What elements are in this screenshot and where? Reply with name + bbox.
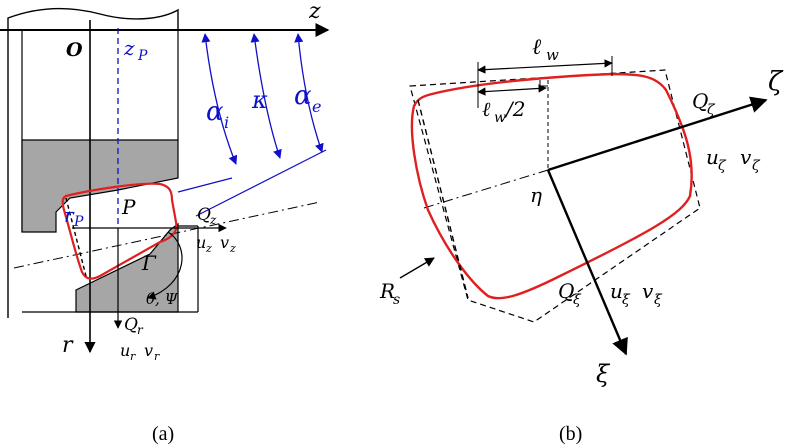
vxi-subscript: ξ [654, 292, 663, 308]
alpha-i-label: α [206, 97, 224, 127]
uxi-subscript: ξ [622, 292, 631, 308]
zp-label: z [123, 36, 135, 60]
qzeta-subscript: ζ [707, 102, 716, 118]
origin-label: O [66, 39, 83, 61]
rp-subscript: P [73, 214, 84, 230]
lw2-dimension [477, 84, 547, 96]
r-axis-label: r [62, 333, 74, 358]
uz-label: u [196, 233, 206, 252]
gamma-arc [147, 231, 183, 300]
uxi-label: u [610, 279, 623, 303]
zeta-axis [547, 96, 768, 172]
ur-label: u [120, 341, 130, 360]
uzeta-subscript: ζ [718, 158, 727, 174]
right-angle-mark [539, 80, 548, 87]
vr-label: v [144, 341, 153, 360]
alpha-i-subscript: i [224, 113, 229, 132]
zeta-label: ζ [768, 67, 784, 97]
lw2-label: ℓ [482, 97, 491, 121]
dashed-envelope [409, 69, 701, 323]
ur-subscript: r [130, 350, 136, 363]
zp-subscript: P [137, 48, 148, 64]
rs-pointer [399, 257, 435, 279]
vz-label: v [220, 233, 229, 252]
centerline-b [423, 169, 549, 209]
qz-label: Q [197, 205, 211, 225]
qr-label: Q [124, 315, 138, 335]
gamma-label: Γ [141, 251, 157, 275]
panel-a: z O z P α i κ α e r P P Q z u z v z Γ θ,… [0, 0, 330, 445]
blue-line-upper [177, 177, 233, 193]
rp-label: r [64, 203, 75, 227]
blue-line-lower [195, 149, 327, 217]
centerline-a [13, 201, 321, 269]
xi-label: ξ [596, 360, 611, 388]
qxi-subscript: ξ [573, 292, 582, 308]
qz-subscript: z [209, 213, 217, 227]
vzeta-label: v [740, 145, 752, 169]
panel-b: ℓ w ℓ w /2 ζ Q ζ u ζ v ζ η R s Q ξ u ξ v… [379, 35, 784, 445]
lw-label: ℓ [532, 35, 542, 60]
xi-axis [546, 169, 628, 356]
seal-outline-a [61, 182, 178, 280]
kappa-arc [250, 33, 282, 159]
upper-gland [21, 139, 179, 233]
alpha-e-subscript: e [312, 97, 321, 116]
kappa-label: κ [251, 86, 268, 114]
housing-outline [7, 7, 179, 318]
caption-a: (a) [152, 423, 174, 445]
p-label: P [121, 195, 136, 219]
lw2-subscript: w [494, 110, 506, 126]
alpha-e-arc [294, 33, 324, 153]
seal-left-chord-b [417, 99, 469, 299]
qzeta-label: Q [692, 89, 708, 113]
z-axis-label: z [308, 0, 321, 24]
lw2-tail: /2 [504, 97, 525, 121]
theta-psi-label: θ, Ψ [146, 290, 179, 308]
uzeta-label: u [706, 145, 719, 169]
vz-subscript: z [229, 242, 236, 255]
lw-subscript: w [546, 46, 559, 64]
eta-label: η [530, 183, 542, 207]
vzeta-subscript: ζ [752, 158, 761, 174]
rs-subscript: s [393, 292, 400, 308]
alpha-e-label: α [294, 81, 312, 111]
seal-outline-b [410, 72, 693, 300]
uz-subscript: z [205, 242, 212, 255]
vxi-label: v [642, 279, 654, 303]
qr-subscript: r [137, 323, 144, 337]
rs-label: R [379, 279, 395, 303]
lw-dimension [477, 59, 613, 74]
alpha-i-arc [201, 33, 238, 165]
qxi-label: Q [558, 279, 574, 303]
vr-subscript: r [154, 350, 160, 363]
caption-b: (b) [559, 423, 582, 445]
